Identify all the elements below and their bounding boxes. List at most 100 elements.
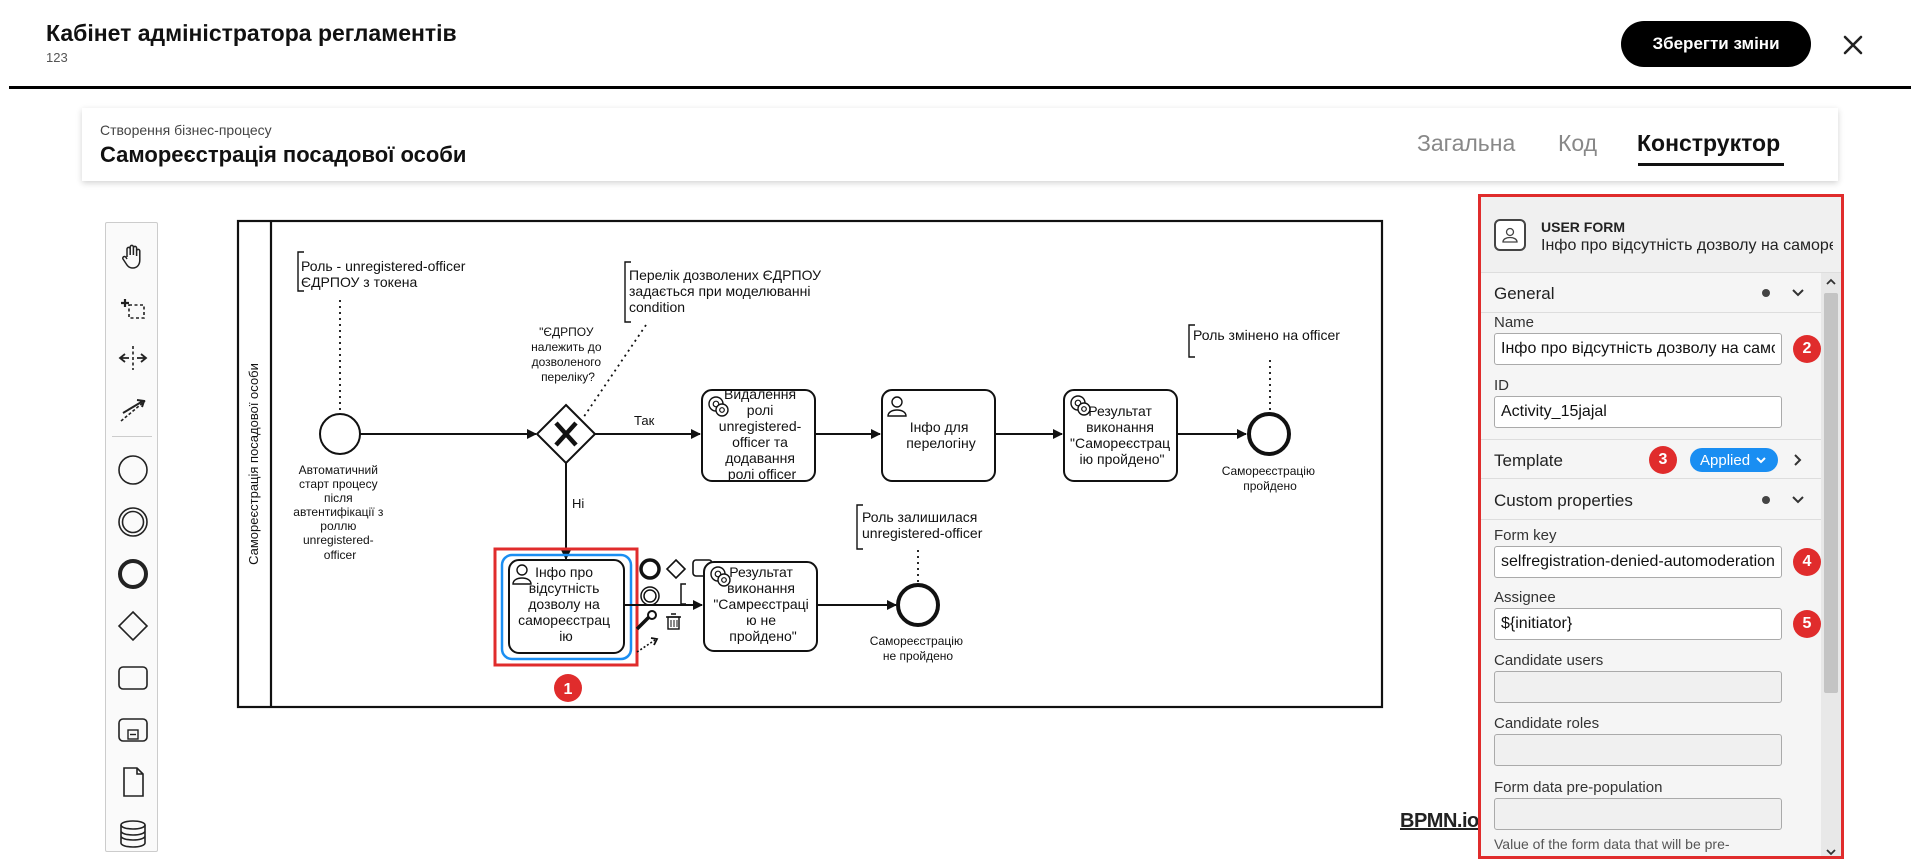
scrollbar-thumb[interactable] [1824, 293, 1838, 693]
gateway-icon[interactable] [106, 601, 159, 651]
close-icon[interactable] [1838, 30, 1868, 60]
section-custom-dot [1762, 496, 1770, 504]
annotation-role-changed-text: Роль змінено на officer [1193, 327, 1340, 343]
prepopulation-label: Form data pre-population [1494, 779, 1663, 796]
hand-tool-icon[interactable] [106, 231, 159, 281]
space-tool-icon[interactable] [106, 333, 159, 383]
svg-text:Результат виконання: Результат виконання "Самреєстраці ю не п… [713, 564, 812, 644]
start-label-1: Автоматичний [299, 463, 378, 477]
user-task-relogin[interactable]: Інфо для перелогіну [881, 389, 996, 482]
bpmn-io-logo[interactable]: BPMN.io [1400, 810, 1479, 832]
marker-5: 5 [1793, 610, 1821, 638]
start-event[interactable]: Автоматичний старт процесу після автенти… [293, 413, 386, 562]
append-end-event-icon[interactable] [639, 558, 661, 580]
properties-body: General Name 2 ID Template 3 Applied [1481, 273, 1821, 856]
user-task-no-permission-selected[interactable]: Інфо про відсутність дозволу на самореєс… [493, 547, 639, 667]
svg-text:Видалення ролі: Видалення ролі unregistered- officer та … [719, 386, 805, 482]
assignee-field[interactable] [1494, 608, 1782, 640]
start-label-3: після [324, 491, 353, 505]
trash-icon[interactable] [666, 613, 681, 630]
subprocess-icon[interactable] [106, 705, 159, 755]
user-icon [512, 564, 532, 585]
end-event-ok[interactable]: Самореєстрацію пройдено [1222, 412, 1319, 493]
connect-icon[interactable] [636, 639, 656, 653]
section-template-title: Template [1494, 451, 1563, 470]
bpmn-palette [105, 222, 158, 852]
result-fail-line-4: ю не [746, 612, 776, 628]
app-header: Кабінет адміністратора регламентів 123 З… [0, 0, 1920, 90]
result-ok-line-3: "Самореєстрац [1070, 435, 1170, 451]
annotation-edrpou-list[interactable]: Перелік дозволених ЄДРПОУ задається при … [582, 261, 821, 419]
end-event-fail[interactable]: Самореєстрацію не пройдено [870, 583, 967, 663]
selected-task-line-1: Інфо про [535, 564, 593, 580]
tab-code[interactable]: Код [1558, 130, 1598, 156]
remove-role-line-2: ролі [747, 402, 774, 418]
properties-scrollbar[interactable] [1821, 273, 1841, 856]
pool[interactable]: Самореєстрація посадової особи [236, 219, 1384, 709]
element-type: USER FORM [1541, 219, 1625, 235]
annotation-edrpou-line-1: Перелік дозволених ЄДРПОУ [629, 267, 821, 283]
section-general[interactable]: General [1481, 273, 1821, 313]
name-field[interactable] [1494, 333, 1782, 365]
prepopulation-field[interactable] [1494, 798, 1782, 830]
append-annotation-icon[interactable] [680, 583, 686, 605]
name-label: Name [1494, 314, 1535, 331]
data-object-icon[interactable] [106, 757, 159, 807]
flow-no-label: Ні [572, 496, 584, 511]
end-fail-line-2: не пройдено [883, 649, 953, 663]
end-ok-line-1: Самореєстрацію [1222, 464, 1315, 478]
save-changes-button[interactable]: Зберегти зміни [1621, 21, 1811, 67]
lasso-tool-icon[interactable] [106, 282, 159, 332]
tab-constructor[interactable]: Конструктор [1637, 130, 1781, 156]
end-event-icon[interactable] [106, 549, 159, 599]
result-ok-line-2: виконання [1086, 419, 1154, 435]
remove-role-line-5: додавання [725, 450, 795, 466]
service-task-result-ok[interactable]: Результат виконання "Самореєстрац ію про… [1063, 389, 1178, 482]
scroll-up-icon[interactable] [1825, 275, 1837, 287]
marker-3: 3 [1649, 446, 1677, 474]
form-key-field[interactable] [1494, 546, 1782, 578]
pool-label: Самореєстрація посадової особи [246, 363, 261, 565]
section-general-title: General [1494, 284, 1555, 303]
bpmn-diagram-canvas[interactable]: Самореєстрація посадової особи Роль - un… [0, 0, 1480, 859]
template-applied-badge[interactable]: Applied [1690, 448, 1778, 472]
append-intermediate-event-icon[interactable] [640, 586, 660, 606]
start-event-icon[interactable] [106, 445, 159, 495]
section-custom-properties[interactable]: Custom properties [1481, 480, 1821, 520]
result-ok-line-1: Результат [1088, 403, 1152, 419]
exclusive-gateway[interactable]: "ЄДРПОУ належить до дозволеного переліку… [531, 325, 605, 465]
remove-role-line-1: Видалення [724, 386, 796, 402]
intermediate-event-icon[interactable] [106, 497, 159, 547]
svg-text:Автоматичний старт про: Автоматичний старт процесу після автенти… [293, 463, 386, 562]
relogin-line-1: Інфо для [910, 419, 969, 435]
svg-text:Інфо про відсутність: Інфо про відсутність дозволу на самореєс… [518, 564, 614, 644]
wrench-icon[interactable] [635, 615, 651, 631]
service-task-result-fail[interactable]: Результат виконання "Самреєстраці ю не п… [703, 561, 818, 652]
scroll-down-icon[interactable] [1825, 845, 1837, 856]
selected-task-line-3: дозволу на [528, 596, 600, 612]
context-pad [635, 558, 713, 653]
svg-text:"ЄДРПОУ належить до: "ЄДРПОУ належить до дозволеного переліку… [531, 325, 605, 384]
candidate-roles-field[interactable] [1494, 734, 1782, 766]
annotation-role-remains[interactable]: Роль залишилася unregistered-officer [856, 504, 983, 583]
result-fail-line-2: виконання [727, 580, 795, 596]
task-icon[interactable] [106, 653, 159, 703]
annotation-role-changed[interactable]: Роль змінено на officer [1188, 324, 1340, 410]
append-gateway-icon[interactable] [665, 558, 687, 580]
chevron-right-icon[interactable] [1789, 451, 1807, 469]
id-field[interactable] [1494, 396, 1782, 428]
end-ok-line-2: пройдено [1243, 479, 1297, 493]
result-fail-line-1: Результат [729, 564, 793, 580]
annotation-role[interactable]: Роль - unregistered-officer ЄДРПОУ з ток… [297, 251, 466, 412]
chevron-down-icon[interactable] [1789, 491, 1807, 509]
service-task-remove-role[interactable]: Видалення ролі unregistered- officer та … [701, 386, 816, 482]
svg-text:Інфо для перелогіну: Інфо для перелогіну [906, 419, 976, 451]
data-store-icon[interactable] [106, 809, 159, 859]
connect-tool-icon[interactable] [106, 384, 159, 434]
candidate-users-field[interactable] [1494, 671, 1782, 703]
tab-general[interactable]: Загальна [1417, 130, 1516, 156]
chevron-down-icon[interactable] [1789, 284, 1807, 302]
gateway-question-2: належить до [531, 340, 602, 354]
section-template[interactable]: Template 3 Applied [1481, 439, 1821, 479]
